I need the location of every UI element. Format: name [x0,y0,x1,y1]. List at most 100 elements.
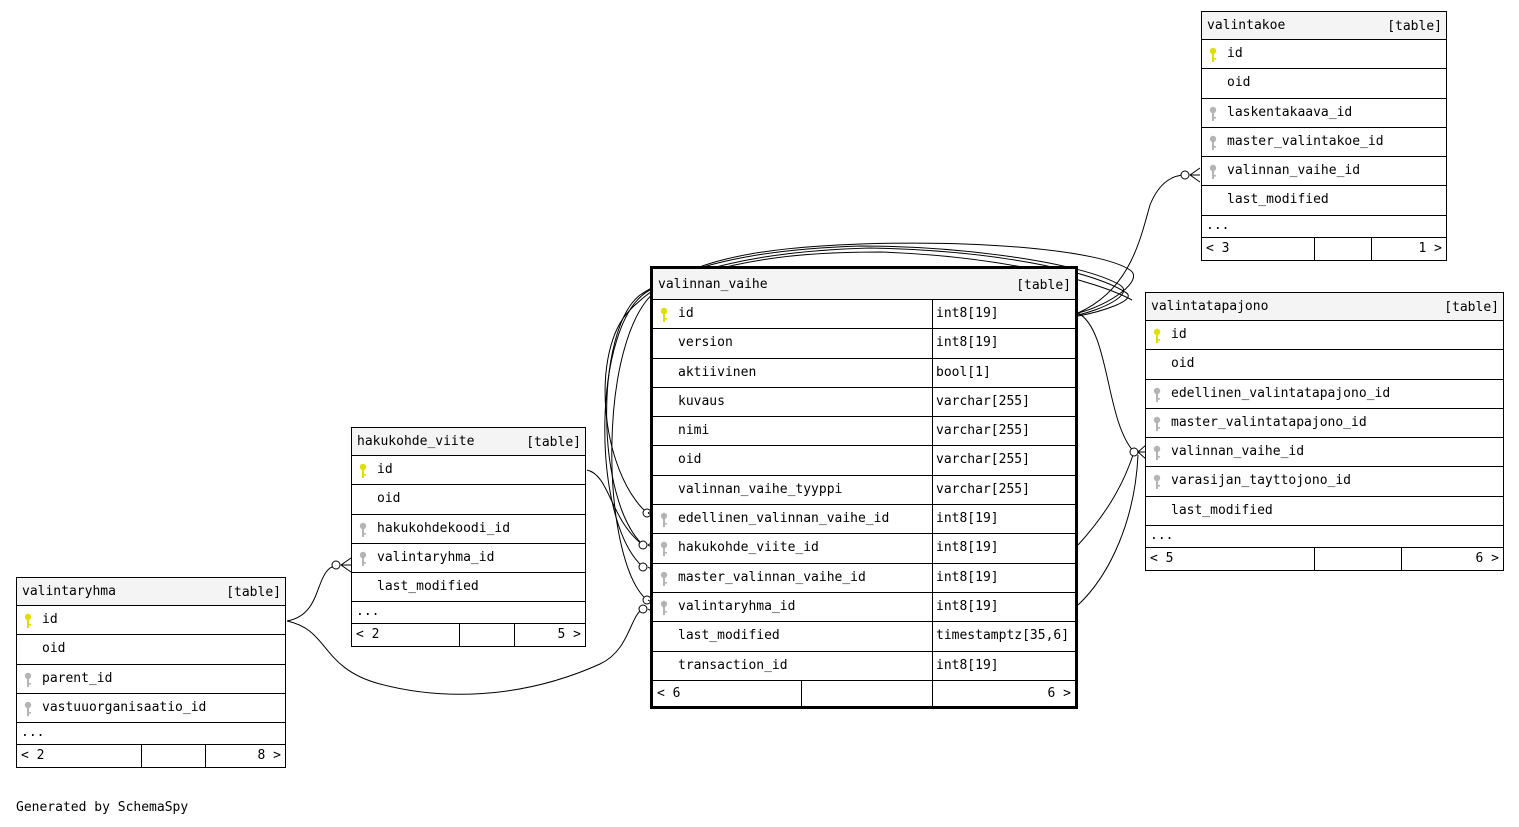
column-name: last_modified [1171,502,1273,518]
column-row[interactable]: id [352,456,585,486]
column-row[interactable]: vastuuorganisaatio_id [17,694,285,724]
table-name[interactable]: hakukohde_viite [357,434,475,449]
column-type: int8[19] [936,657,999,673]
children-link[interactable]: 6 > [1047,685,1071,701]
edge-valinnan-vaihe-valintatapajono-3 [1077,454,1139,606]
column-name: last_modified [377,579,479,595]
column-row[interactable]: valintaryhma_id [352,544,585,574]
column-name: valintaryhma_id [377,549,495,565]
column-name: valinnan_vaihe_id [1227,163,1361,179]
children-link[interactable]: 6 > [1475,551,1499,567]
parents-link[interactable]: < 3 [1206,240,1230,256]
column-type: int8[19] [936,511,999,527]
column-name: id [1227,46,1243,61]
column-row[interactable]: master_valintatapajono_id [1146,409,1503,439]
column-name: varasijan_tayttojono_id [1171,473,1352,489]
column-row[interactable]: oid [352,485,585,515]
column-name: oid [1171,356,1195,372]
edge-hakukohde-viite-valinnan-vaihe [586,469,644,546]
children-link[interactable]: 1 > [1418,240,1442,256]
table-name[interactable]: valintaryhma [22,584,116,599]
column-row[interactable]: last_modified timestamptz[35,6] [653,622,1075,652]
edge-end-circle [331,560,341,570]
table-valintakoe[interactable]: valintakoe [table] id oid laskentakaava_id… [1201,11,1447,261]
column-name: master_valinnan_vaihe_id [678,569,866,585]
more-columns: ... [1146,526,1503,549]
column-name: last_modified [678,628,780,644]
column-row[interactable]: last_modified [1202,186,1446,216]
column-name: vastuuorganisaatio_id [42,699,207,715]
column-type: int8[19] [936,335,999,351]
column-type: varchar[255] [936,393,1030,409]
column-row[interactable]: edellinen_valinnan_vaihe_id int8[19] [653,505,1075,535]
parents-link[interactable]: < 2 [21,748,45,764]
column-row[interactable]: valinnan_vaihe_id [1202,157,1446,187]
column-row[interactable]: last_modified [1146,497,1503,527]
column-row[interactable]: oid [1202,69,1446,99]
parents-link[interactable]: < 6 [657,685,681,701]
children-link[interactable]: 8 > [257,748,281,764]
column-name: edellinen_valintatapajono_id [1171,385,1391,401]
column-name: master_valintatapajono_id [1171,414,1367,430]
column-row[interactable]: laskentakaava_id [1202,99,1446,128]
generated-by-credit[interactable]: Generated by SchemaSpy [16,800,189,815]
table-kind: [table] [1387,19,1442,34]
edge-crowsfoot-hv [340,557,352,573]
table-name[interactable]: valintakoe [1207,18,1286,33]
column-row[interactable]: parent_id [17,665,285,694]
table-footer: < 2 5 > [352,624,585,647]
children-link[interactable]: 5 > [557,627,581,643]
parents-link[interactable]: < 5 [1150,551,1174,567]
column-row[interactable]: id [1146,321,1503,351]
table-name[interactable]: valintatapajono [1151,299,1269,314]
column-name: laskentakaava_id [1227,104,1353,120]
edge-end-circle [638,540,648,550]
column-row[interactable]: valinnan_vaihe_id [1146,438,1503,468]
column-row[interactable]: id [1202,40,1446,70]
column-row[interactable]: oid [1146,350,1503,380]
table-kind: [table] [526,435,581,450]
column-name: id [42,612,58,627]
edge-end-circle [638,562,648,572]
column-name: id [1171,327,1187,342]
column-name: id [678,306,694,321]
column-name: oid [42,641,66,657]
column-name: edellinen_valinnan_vaihe_id [678,511,890,527]
column-row[interactable]: master_valintakoe_id [1202,128,1446,158]
table-footer: < 5 6 > [1146,548,1503,571]
table-footer: < 3 1 > [1202,237,1446,260]
column-row[interactable]: hakukohdekoodi_id [352,515,585,544]
column-row[interactable]: edellinen_valintatapajono_id [1146,380,1503,409]
column-name: last_modified [1227,192,1329,208]
table-valintatapajono[interactable]: valintatapajono [table] id oid edellinen_v… [1145,292,1504,572]
parents-link[interactable]: < 2 [356,627,380,643]
table-footer: < 6 6 > [653,680,1075,706]
column-row[interactable]: id [17,606,285,636]
table-kind: [table] [1016,278,1071,293]
column-name: id [377,462,393,477]
column-row[interactable]: varasijan_tayttojono_id [1146,467,1503,497]
table-kind: [table] [1444,300,1499,315]
table-hakukohde-viite[interactable]: hakukohde_viite [table] id oid hakukohdeko… [351,427,586,648]
table-name[interactable]: valinnan_vaihe [658,277,768,292]
column-row[interactable]: oid [17,635,285,665]
column-type: varchar[255] [936,452,1030,468]
column-name: nimi [678,423,710,439]
column-name: oid [377,491,401,507]
column-name: valinnan_vaihe_tyyppi [678,481,843,497]
column-type: timestamptz[35,6] [936,628,1070,644]
column-row[interactable]: last_modified [352,573,585,603]
